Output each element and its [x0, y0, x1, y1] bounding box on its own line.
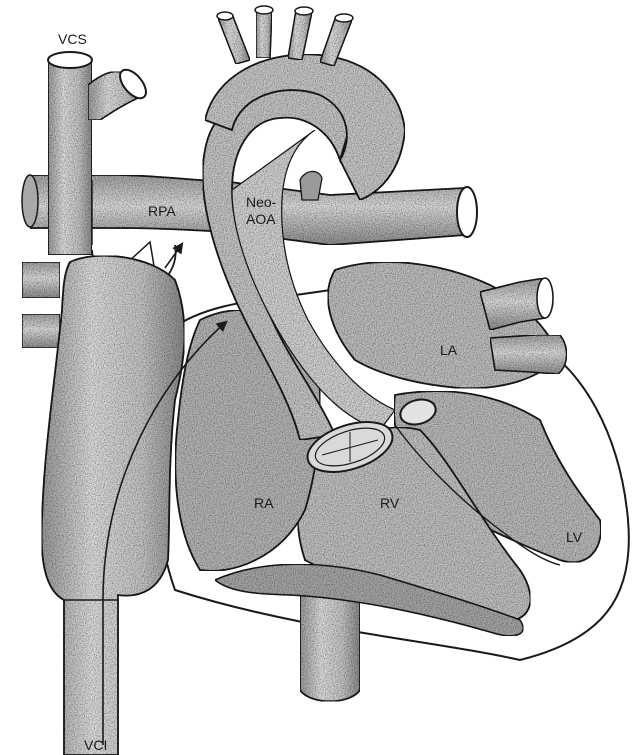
superior-vena-cava-opening [48, 52, 92, 68]
arch-branch-2 [256, 10, 272, 58]
arch-duct-stub [300, 171, 322, 200]
descending-aorta [300, 590, 360, 701]
label-vcs: VCS [58, 31, 87, 47]
label-neo-aoa-line1: Neo- [246, 194, 277, 210]
right-pulmonary-artery-left-end [22, 175, 38, 227]
arch-branch-3 [288, 10, 312, 60]
pulmonary-vein-upper-opening [537, 278, 553, 318]
arch-branch-2-opening [255, 6, 273, 14]
label-rv: RV [380, 495, 400, 511]
pulmonary-vein-right-lower [22, 314, 60, 348]
label-rpa: RPA [148, 203, 176, 219]
arch-branch-1-opening [217, 12, 233, 20]
arch-branch-4 [320, 16, 352, 66]
pulmonary-vein-right-upper [22, 262, 60, 298]
label-la: LA [440, 342, 458, 358]
label-neo-aoa-line2: AOA [246, 211, 276, 227]
arch-branch-1 [218, 14, 250, 64]
arch-branch-3-opening [295, 7, 313, 15]
label-lv: LV [566, 529, 583, 545]
inferior-vena-cava-tunnel [42, 256, 185, 755]
right-pulmonary-artery-opening [457, 187, 477, 237]
label-vci: VCI [84, 737, 107, 753]
pulmonary-vein-lower [490, 335, 567, 374]
label-ra: RA [254, 495, 274, 511]
arch-branch-4-opening [335, 14, 353, 22]
superior-vena-cava [48, 53, 92, 256]
